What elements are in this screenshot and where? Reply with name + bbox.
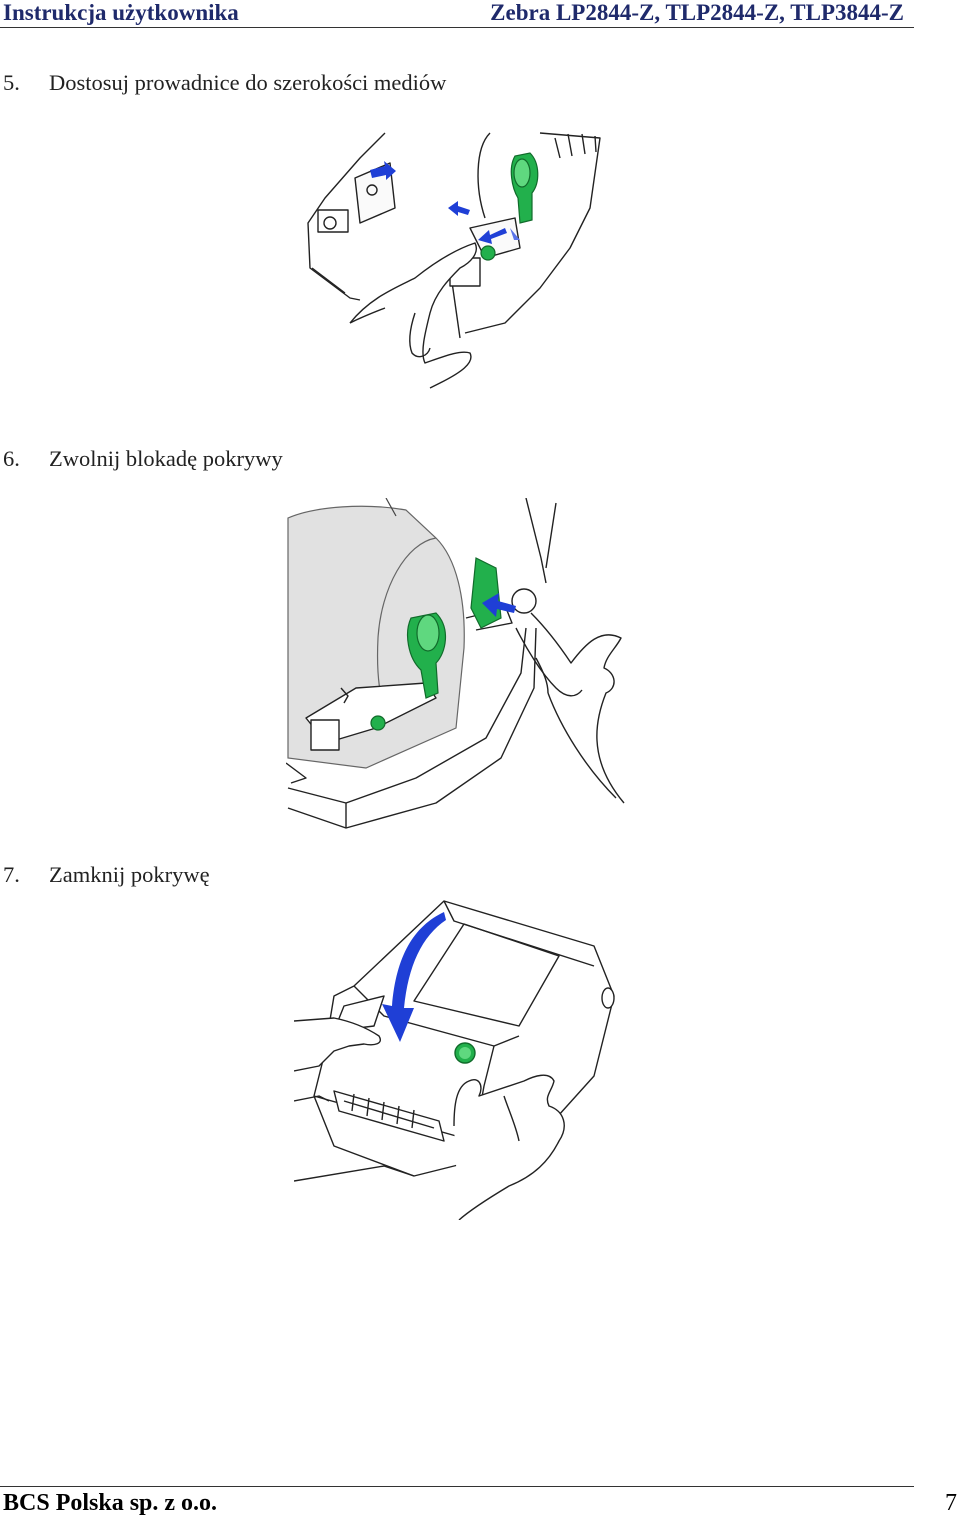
- step-number: 5.: [3, 70, 20, 95]
- step-6: 6. Zwolnij blokadę pokrywy: [3, 446, 283, 472]
- step-5: 5. Dostosuj prowadnice do szerokości medi…: [3, 70, 446, 96]
- header-divider: [0, 27, 914, 28]
- step-number: 7.: [3, 862, 20, 887]
- footer-divider: [0, 1486, 914, 1487]
- illustration-release-cover-latch: [286, 498, 625, 829]
- header-model: Zebra LP2844-Z, TLP2844-Z, TLP3844-Z: [490, 0, 904, 25]
- footer-company: BCS Polska sp. z o.o.: [3, 1490, 218, 1516]
- step-text: Zamknij pokrywę: [49, 862, 210, 887]
- step-7: 7. Zamknij pokrywę: [3, 862, 210, 888]
- step-number: 6.: [3, 446, 20, 471]
- step-text: Zwolnij blokadę pokrywy: [49, 446, 283, 471]
- illustration-adjust-guides: [307, 132, 601, 389]
- illustration-close-cover: [294, 900, 615, 1220]
- header-title: Instrukcja użytkownika: [3, 0, 239, 25]
- page-number: 7: [945, 1490, 957, 1516]
- step-text: Dostosuj prowadnice do szerokości mediów: [49, 70, 447, 95]
